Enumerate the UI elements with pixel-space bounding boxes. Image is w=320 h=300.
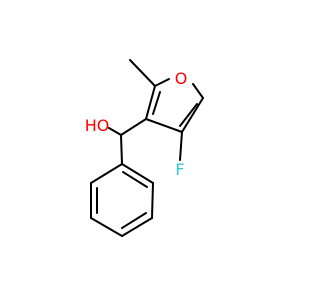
- phenyl-inner-1: [122, 171, 148, 188]
- phenyl-inner-2: [121, 212, 147, 229]
- bond-o-c5: [192, 83, 204, 99]
- bond-c3-c2-inner: [152, 91, 161, 115]
- bond-c5-c4: [181, 97, 204, 133]
- bond-c3-c2: [145, 85, 156, 120]
- bond-c5-c4-inner: [179, 103, 198, 127]
- fluorine-label: F: [175, 160, 184, 179]
- bond-c3-ch: [120, 118, 147, 136]
- bond-c2-o: [154, 78, 170, 87]
- bond-c4-f: [179, 131, 183, 161]
- ring-oxygen-label: O: [175, 69, 188, 88]
- phenyl-bond-1: [121, 163, 154, 184]
- phenyl-bond-6: [90, 163, 123, 184]
- hydroxyl-label: HO: [85, 116, 110, 135]
- bond-c4-c3: [145, 118, 183, 133]
- bond-ch-oh: [108, 127, 122, 136]
- molecule-structure: O HO F: [85, 59, 204, 237]
- bond-methyl-c2: [129, 59, 156, 87]
- phenyl-bond-3: [121, 217, 153, 237]
- molecule-canvas: O HO F: [85, 59, 204, 237]
- phenyl-bond-4: [90, 217, 123, 237]
- bond-ch-phenyl: [120, 134, 123, 165]
- bonds: [90, 59, 204, 237]
- phenyl-bond-2: [151, 182, 154, 219]
